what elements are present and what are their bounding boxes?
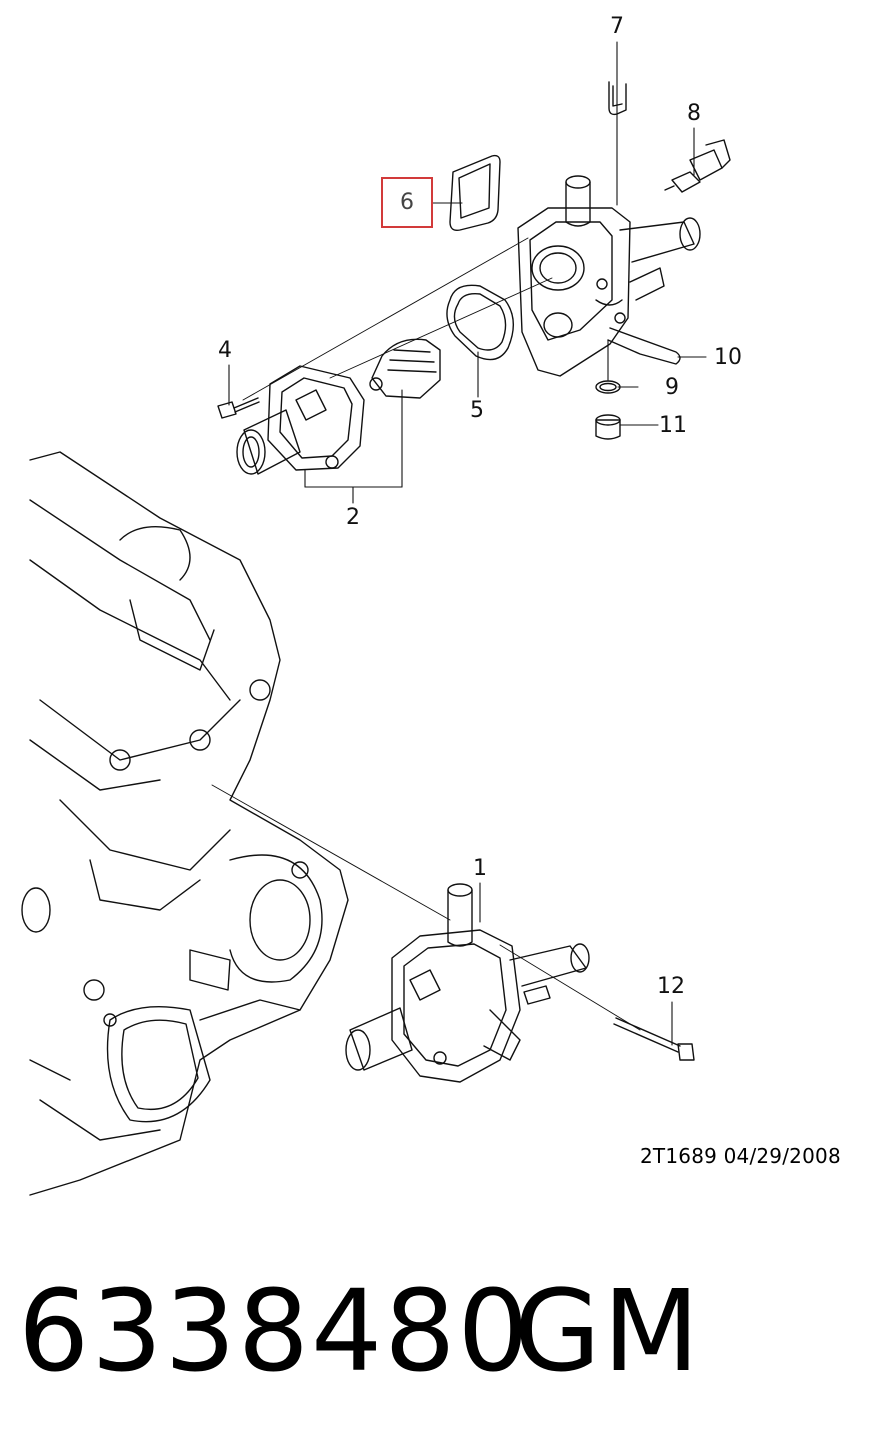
callout-12: 12 — [657, 974, 685, 999]
callout-8: 8 — [687, 101, 701, 126]
callout-10: 10 — [714, 345, 742, 370]
diagram-reference-code: 2T1689 04/29/2008 — [640, 1144, 841, 1168]
callout-5: 5 — [470, 398, 484, 423]
thermostat-housing — [517, 175, 701, 377]
part-number: 6338480 — [18, 1267, 531, 1397]
thermostat-housing-assembly-part-1 — [345, 883, 590, 1083]
engine-block — [21, 451, 349, 1196]
callout-9: 9 — [665, 375, 679, 400]
water-outlet-part-2 — [236, 365, 365, 475]
sensor-part-8 — [664, 139, 731, 193]
callout-1: 1 — [473, 856, 487, 881]
brand-name: GM — [514, 1267, 702, 1397]
callout-7: 7 — [610, 14, 624, 39]
callout-11: 11 — [659, 413, 687, 438]
exploded-parts-diagram — [21, 41, 731, 1196]
callout-6-highlighted[interactable]: 6 — [381, 177, 433, 228]
bolt-part-4 — [217, 397, 260, 419]
leader-lines — [211, 41, 707, 1046]
o-ring-part-5 — [446, 284, 514, 361]
o-ring-part-9 — [595, 380, 621, 394]
thermostat-part-2 — [369, 338, 441, 399]
gasket-part-6 — [449, 154, 501, 232]
gasket-part-10 — [607, 327, 681, 365]
bolt-part-12 — [613, 1017, 695, 1061]
callout-2: 2 — [346, 505, 360, 530]
plug-part-11 — [595, 414, 621, 440]
callout-4: 4 — [218, 338, 232, 363]
clip-part-7 — [608, 81, 627, 116]
